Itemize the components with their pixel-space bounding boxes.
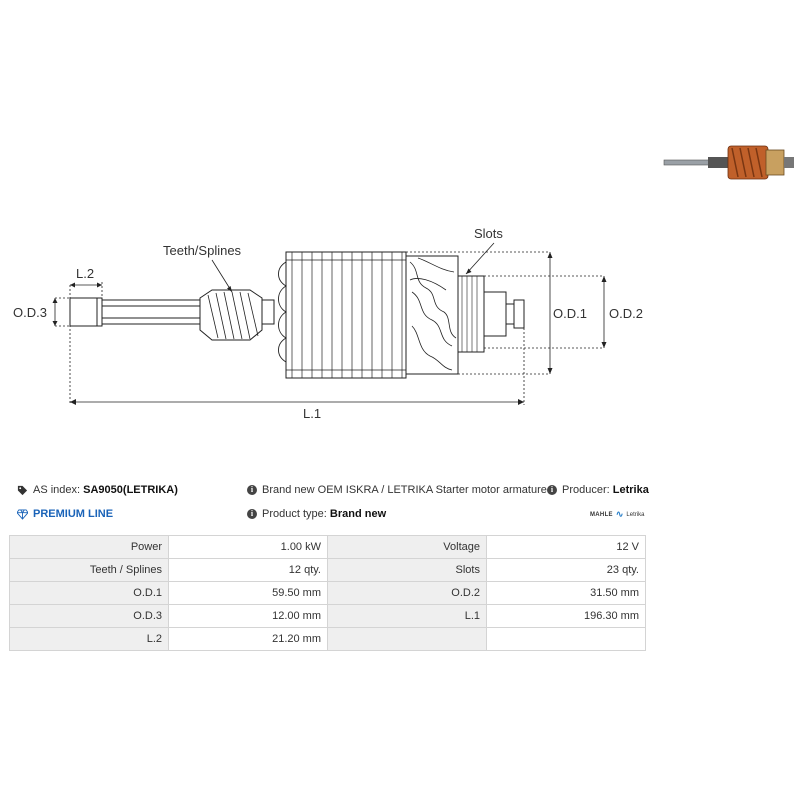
spec-label: L.1 [327, 604, 487, 628]
premium-line-label: PREMIUM LINE [33, 508, 114, 520]
product-type-row: i Product type: Brand new [247, 508, 386, 520]
table-row: Teeth / Splines 12 qty. Slots 23 qty. [9, 558, 646, 582]
spec-label: Slots [327, 558, 487, 582]
as-index-value: SA9050(LETRIKA) [83, 484, 178, 496]
od2-label: O.D.2 [609, 306, 643, 321]
product-type-value: Brand new [329, 508, 387, 520]
description-row: i Brand new OEM ISKRA / LETRIKA Starter … [247, 484, 547, 496]
spec-label: L.2 [9, 627, 169, 651]
spec-label: Voltage [327, 535, 487, 559]
spec-value: 196.30 mm [486, 604, 646, 628]
letrika-logo-text: Letrika [626, 511, 645, 518]
od1-label: O.D.1 [553, 306, 587, 321]
od3-label: O.D.3 [13, 305, 47, 320]
spec-label: O.D.3 [9, 604, 169, 628]
spec-label: Teeth / Splines [9, 558, 169, 582]
spec-value: 12.00 mm [168, 604, 328, 628]
commutator [457, 275, 485, 353]
table-row: O.D.3 12.00 mm L.1 196.30 mm [9, 604, 646, 628]
mahle-logo-text: MAHLE [590, 511, 613, 518]
tags-icon [17, 485, 28, 495]
mahle-letrika-logo: MAHLE ∿ Letrika [590, 509, 644, 520]
spec-value: 23 qty. [486, 558, 646, 582]
spec-value: 59.50 mm [168, 581, 328, 605]
as-index-label: AS index: [33, 484, 81, 496]
armature-core [285, 251, 407, 379]
table-row: L.2 21.20 mm [9, 627, 646, 651]
l2-label: L.2 [76, 266, 94, 281]
spec-value: 21.20 mm [168, 627, 328, 651]
diamond-icon [17, 508, 28, 520]
spec-value: 31.50 mm [486, 581, 646, 605]
info-icon: i [547, 485, 557, 495]
specs-table: Power 1.00 kW Voltage 12 V Teeth / Splin… [9, 535, 646, 651]
producer-row: i Producer: Letrika [547, 484, 649, 496]
premium-line[interactable]: PREMIUM LINE [17, 508, 113, 520]
spec-label: Power [9, 535, 169, 559]
windings [405, 255, 459, 375]
spec-value: 12 qty. [168, 558, 328, 582]
table-row: O.D.1 59.50 mm O.D.2 31.50 mm [9, 581, 646, 605]
spec-value [486, 627, 646, 651]
armature-thumbnail-image[interactable] [663, 145, 794, 180]
letrika-swoosh-icon: ∿ [615, 509, 624, 519]
l1-label: L.1 [303, 406, 321, 421]
as-index: AS index: SA9050(LETRIKA) [17, 484, 178, 496]
info-icon: i [247, 485, 257, 495]
producer-value: Letrika [612, 484, 649, 496]
spec-value: 1.00 kW [168, 535, 328, 559]
armature-diagram: Teeth/Splines Slots L.2 O.D.3 O.D.1 O.D.… [13, 145, 794, 421]
description-text: Brand new OEM ISKRA / LETRIKA Starter mo… [262, 484, 547, 496]
pinion-splines [199, 289, 263, 341]
teeth-splines-label: Teeth/Splines [163, 243, 242, 258]
slots-label: Slots [474, 226, 503, 241]
info-icon: i [247, 509, 257, 519]
product-type-label: Product type: [262, 508, 327, 520]
spec-label [327, 627, 487, 651]
spec-label: O.D.1 [9, 581, 169, 605]
shaft [101, 299, 203, 325]
producer-label: Producer: [562, 484, 610, 496]
spec-value: 12 V [486, 535, 646, 559]
spec-label: O.D.2 [327, 581, 487, 605]
table-row: Power 1.00 kW Voltage 12 V [9, 535, 646, 559]
